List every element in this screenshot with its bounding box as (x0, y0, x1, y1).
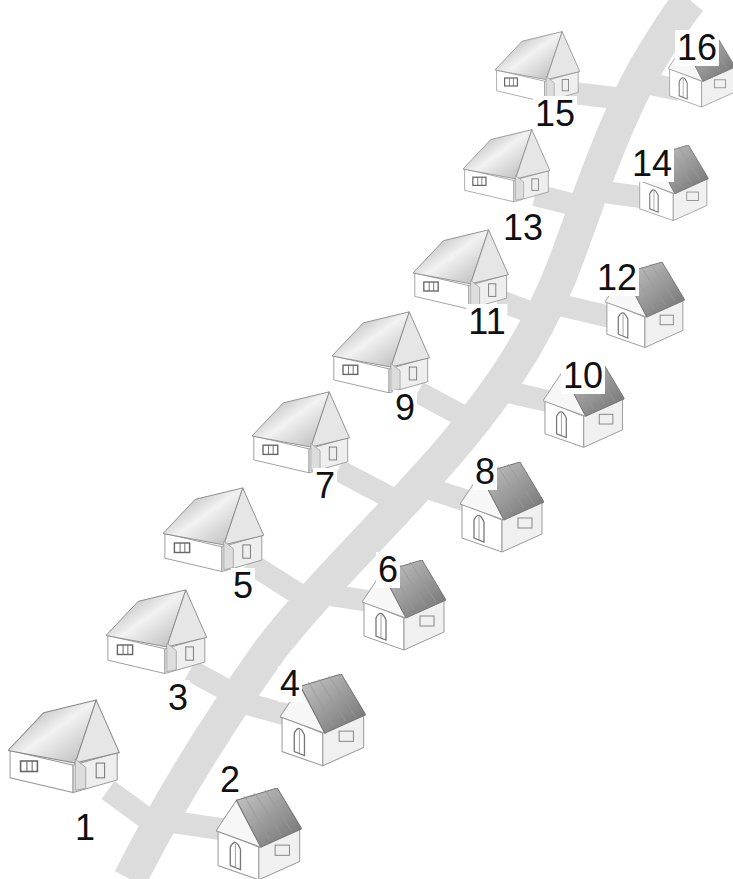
driveways (108, 82, 680, 830)
callout-number: 15 (533, 96, 577, 132)
callout-number: 2 (218, 762, 242, 798)
callout-number: 7 (313, 468, 337, 504)
callout-number: 8 (473, 454, 497, 490)
callout-number: 10 (561, 358, 605, 394)
callout-number: 9 (393, 390, 417, 426)
callout-number: 13 (501, 210, 545, 246)
callout-number: 16 (675, 30, 719, 66)
callout-number: 6 (376, 552, 400, 588)
callout-number: 11 (466, 304, 507, 340)
callout-number: 5 (231, 568, 255, 604)
callout-number: 3 (166, 680, 190, 716)
houses (8, 32, 733, 879)
callout-number: 14 (630, 146, 674, 182)
callout-number: 12 (595, 260, 639, 296)
road (130, 0, 690, 879)
callout-number: 4 (278, 666, 302, 702)
callout-number: 1 (73, 810, 97, 846)
